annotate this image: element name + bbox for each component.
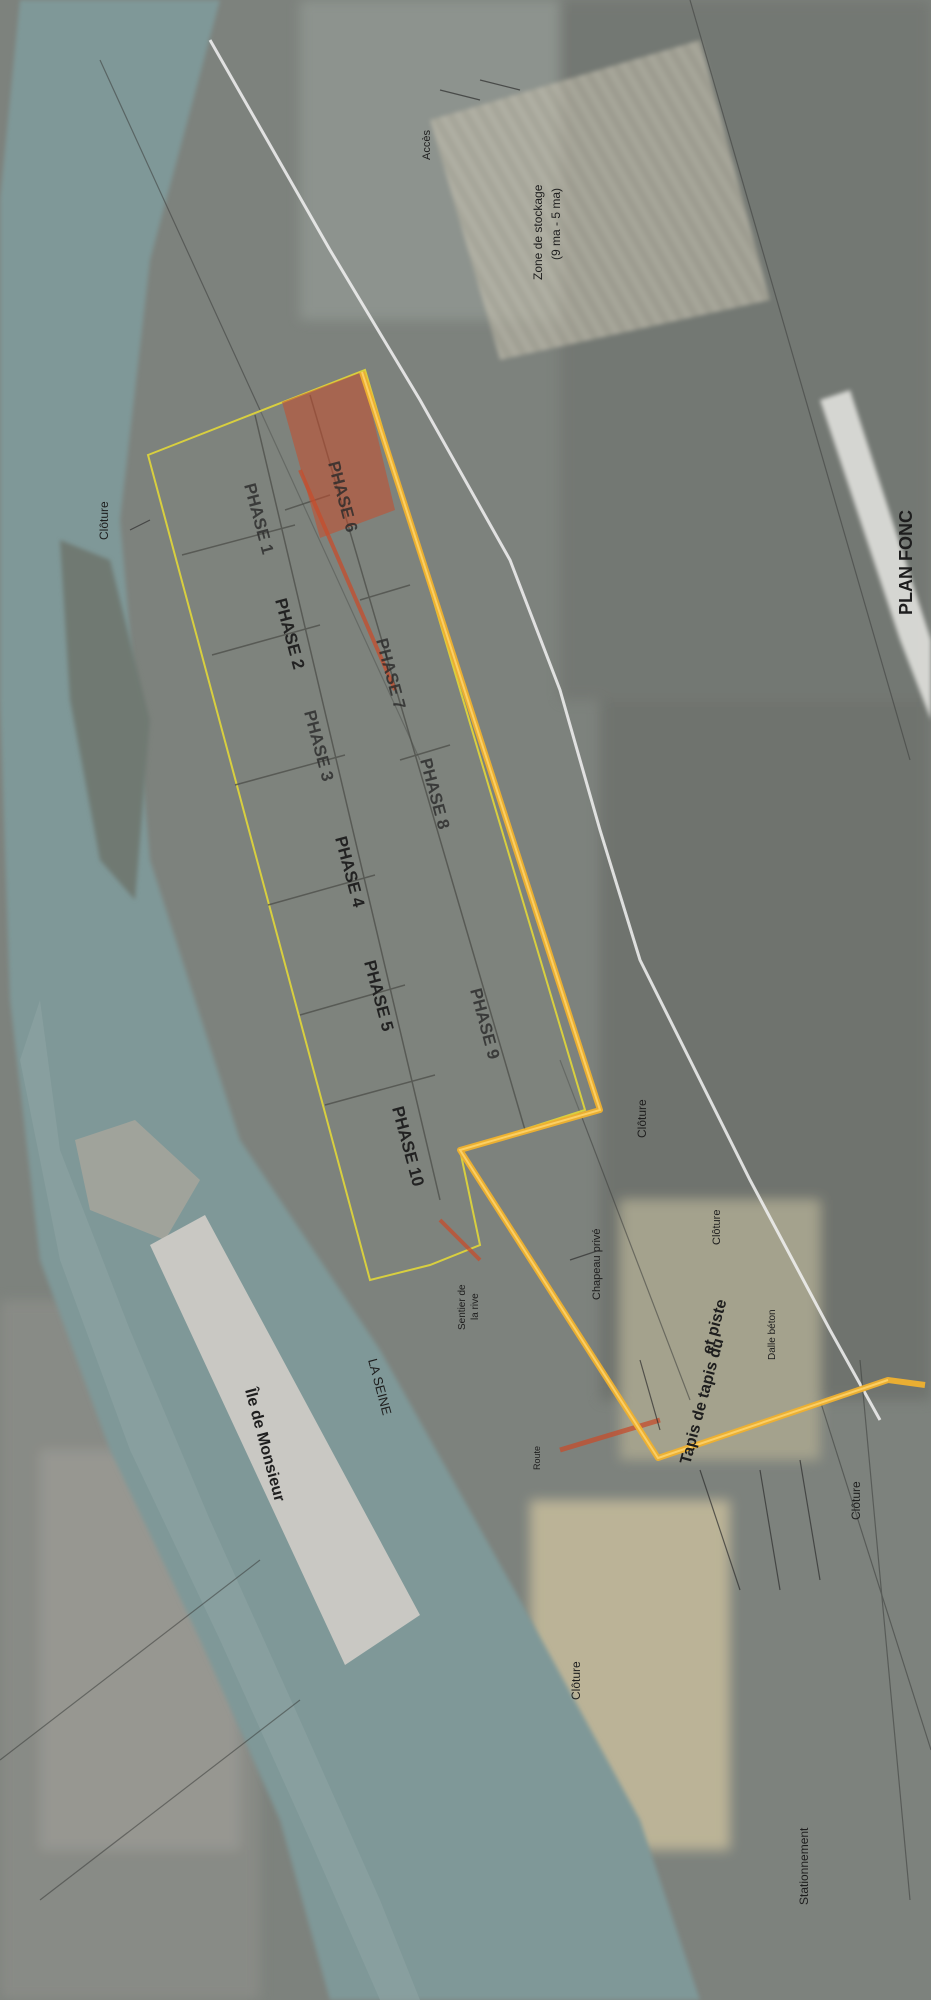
chapeau-label: Chapeau privé [591, 1228, 603, 1300]
parking-label: Stationnement [797, 1827, 811, 1905]
cloture-label-1: Clôture [97, 501, 111, 540]
sentier-label-2: la rive [470, 1293, 481, 1320]
road-label: Route [532, 1446, 542, 1470]
river-channel [20, 1000, 420, 2000]
road-strip [820, 390, 931, 720]
sentier-label-1: Sentier de [457, 1284, 468, 1330]
upper-island [60, 540, 150, 900]
map-title: PLAN FONC [896, 510, 916, 615]
cloture-label-4: Clôture [635, 1099, 649, 1138]
storage-label-2: (9 ma - 5 ma) [549, 188, 563, 260]
leader-lines [129, 79, 821, 1591]
cloture-label-3: Clôture [849, 1481, 863, 1520]
storage-label: Zone de stockage [531, 184, 545, 280]
phase-highlight [282, 372, 661, 1453]
field-area-top [430, 40, 770, 360]
cloture-label-5: Clôture [711, 1210, 723, 1245]
dalle-label: Dalle béton [767, 1309, 778, 1360]
riverside-path [208, 39, 882, 1421]
cloture-label-2: Clôture [569, 1661, 583, 1700]
project-boundary-glow [361, 371, 889, 1460]
background-lines [0, 0, 931, 1901]
ile-de-monsieur [75, 1120, 420, 1665]
top-access-label: Accès [421, 130, 433, 160]
